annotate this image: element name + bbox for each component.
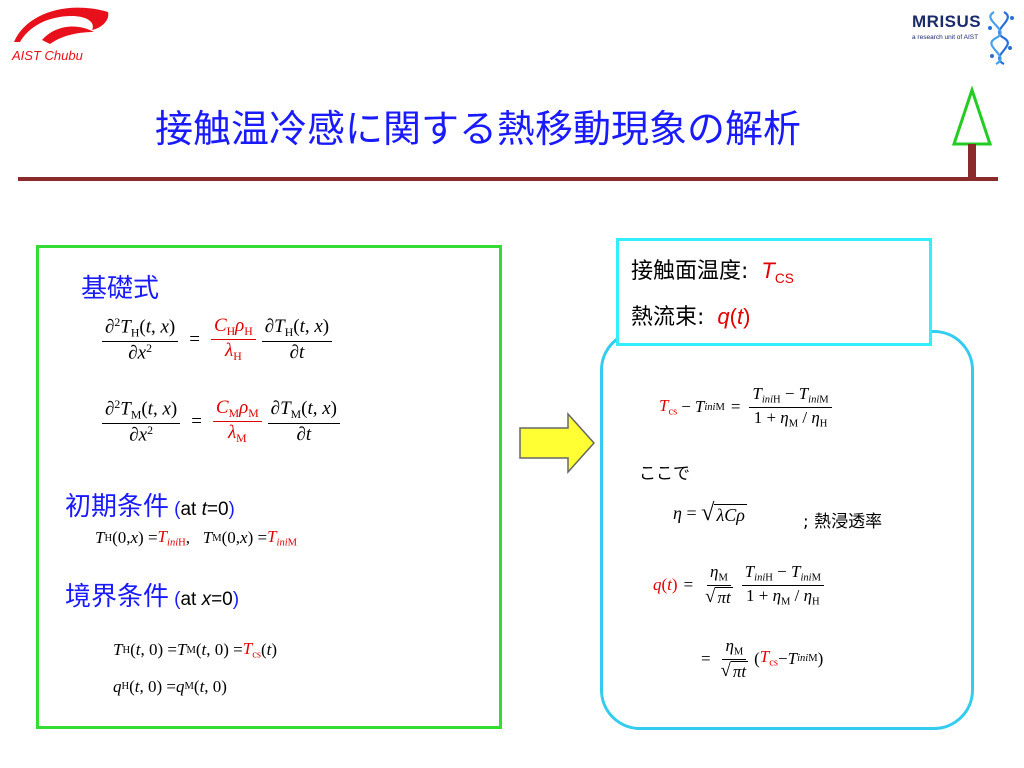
heat-flux-symbol: q(t) [717, 304, 751, 329]
right-arrow-icon [519, 412, 596, 474]
page-title: 接触温冷感に関する熱移動現象の解析 [155, 107, 802, 151]
initial-condition-at: (at t=0) [174, 499, 235, 520]
unknowns-box: 接触面温度: TCS 熱流束: q(t) [616, 238, 932, 346]
aist-chubu-text: AIST Chubu [12, 48, 83, 63]
dna-helix-icon [988, 11, 1014, 65]
mrisus-subtitle: a research unit of AIST [912, 34, 979, 41]
title-divider [18, 177, 998, 181]
surface-temperature-symbol: TCS [761, 258, 794, 286]
initial-condition-heading: 初期条件 [65, 492, 170, 522]
aist-chubu-logo: AIST Chubu [6, 2, 116, 70]
boundary-condition-at: (at x=0) [174, 589, 240, 610]
surface-temperature-row: 接触面温度: TCS [631, 253, 794, 286]
boundary-condition-heading-row: 境界条件 (at x=0) [65, 576, 239, 613]
aist-swoosh-icon [14, 7, 109, 44]
mrisus-logo: MRISUS a research unit of AIST [912, 8, 1022, 68]
koko-de-text: ここで [639, 464, 690, 484]
mrisus-title: MRISUS [912, 12, 982, 31]
heat-flux-row: 熱流束: q(t) [631, 299, 750, 331]
basic-equation-heading: 基礎式 [81, 274, 160, 304]
surface-temperature-label: 接触面温度: [631, 259, 749, 284]
effusivity-equation: η = √λCρ [673, 499, 747, 526]
boundary-condition-heading: 境界条件 [65, 582, 170, 612]
tree-icon [951, 86, 993, 180]
initial-condition-heading-row: 初期条件 (at t=0) [65, 486, 235, 523]
effusivity-label: ; 熱浸透率 [803, 512, 883, 532]
heat-flux-label: 熱流束: [631, 305, 705, 330]
